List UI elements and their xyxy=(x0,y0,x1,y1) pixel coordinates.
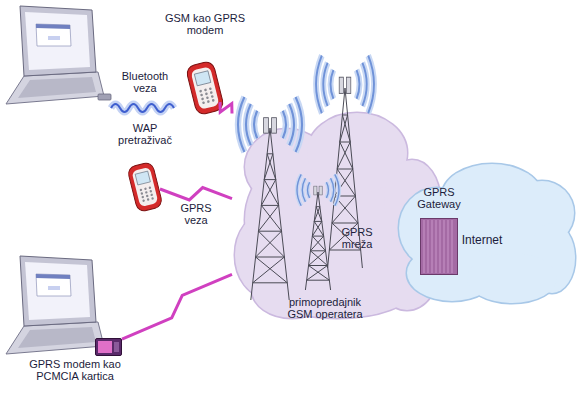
node-label: GPRS mreža xyxy=(337,226,377,250)
internet-cloud: Internet xyxy=(392,158,577,308)
radio-link xyxy=(160,188,232,200)
node-label: Internet xyxy=(452,234,512,246)
radio-link xyxy=(220,102,232,113)
node-label: GPRS modem kao PCMCIA kartica xyxy=(20,358,130,382)
gsm-tower xyxy=(238,97,302,300)
phone-node: GSM kao GPRS modem xyxy=(190,62,220,114)
gateway-node: GPRS Gateway xyxy=(420,218,458,275)
node-label: GPRS Gateway xyxy=(414,186,464,210)
radio-link xyxy=(122,274,232,339)
bluetooth-wave-glow xyxy=(111,104,174,112)
modem-card-node: GPRS modem kao PCMCIA kartica xyxy=(95,338,122,356)
gsm-tower xyxy=(297,174,339,290)
laptop-icon xyxy=(6,256,104,354)
node-label: GSM kao GPRS modem xyxy=(160,12,250,36)
phone-node: WAP pretraživač xyxy=(130,163,160,211)
pcmcia-card xyxy=(95,338,122,356)
phone-icon xyxy=(130,163,160,211)
bluetooth-wave xyxy=(111,104,174,112)
node-label: WAP pretraživač xyxy=(115,122,175,146)
gateway-box xyxy=(420,218,458,275)
gsm-tower xyxy=(316,56,374,268)
laptop-icon xyxy=(6,6,104,104)
phone-icon xyxy=(190,62,220,114)
usb-dongle xyxy=(98,94,111,100)
caption-label: Bluetooth veza xyxy=(115,70,175,94)
edge-label: GPRS veza xyxy=(176,202,216,226)
cloud-shape xyxy=(392,158,577,308)
